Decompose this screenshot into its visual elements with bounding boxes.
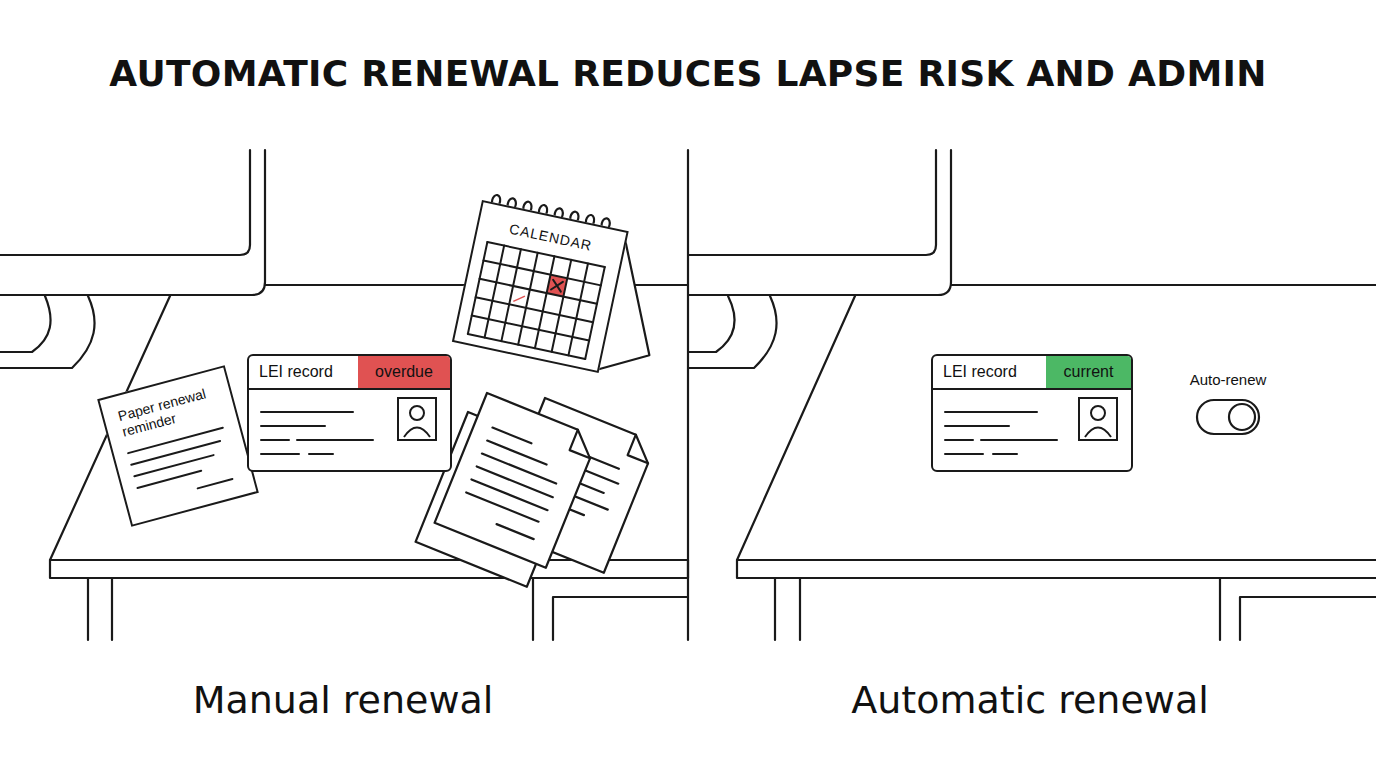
monitor-outline	[688, 150, 936, 255]
text-line	[131, 441, 220, 465]
monitor-stand	[0, 296, 51, 352]
desk-edge	[737, 296, 855, 560]
desk-front	[737, 560, 1376, 578]
reminder-title: Paper renewal reminder	[100, 368, 235, 444]
text-line	[137, 471, 201, 488]
grid-line	[483, 260, 600, 285]
record-card: LEI recordoverdue	[247, 354, 452, 472]
grid-line	[518, 253, 538, 345]
toggle-track	[1197, 400, 1259, 434]
desk-calendar: CALENDAR	[452, 200, 629, 373]
record-header: LEI recordoverdue	[249, 356, 450, 390]
text-line	[128, 428, 223, 453]
toggle-label: Auto-renew	[1175, 368, 1281, 389]
document-fold	[628, 435, 657, 464]
grid-line	[487, 242, 604, 267]
grid-line	[552, 260, 572, 352]
text-line	[945, 411, 1037, 413]
photo-head	[410, 406, 424, 420]
panel-caption: Manual renewal	[43, 676, 643, 724]
cross-mark	[551, 280, 563, 292]
grid-line	[472, 316, 589, 341]
photo-head	[1091, 406, 1105, 420]
text-line	[297, 439, 373, 441]
grid-line	[585, 267, 605, 359]
document-lines	[459, 428, 568, 540]
text-line	[261, 453, 299, 455]
diagram-title: AUTOMATIC RENEWAL REDUCES LAPSE RISK AND…	[0, 50, 1376, 98]
monitor-stand	[688, 296, 735, 352]
desk-leg	[88, 578, 112, 640]
text-line	[134, 455, 213, 476]
grid-line	[568, 263, 588, 355]
cross-mark	[551, 280, 563, 292]
text-line	[198, 479, 233, 488]
text-line	[945, 453, 983, 455]
grid-line	[468, 242, 488, 334]
text-line	[993, 453, 1017, 455]
photo-frame	[1079, 398, 1117, 440]
text-line	[309, 453, 333, 455]
red-tick	[513, 294, 525, 303]
grid-line	[501, 249, 521, 341]
document-fold	[570, 430, 599, 459]
text-line	[945, 439, 973, 441]
record-text: overdue	[358, 356, 450, 388]
record-card: LEI recordcurrent	[931, 354, 1133, 472]
monitor-outline	[0, 150, 265, 295]
grid-line	[480, 279, 597, 304]
monitor-stand	[688, 296, 777, 368]
marked-day	[547, 275, 568, 297]
grid-line	[476, 297, 593, 322]
photo-shoulders	[404, 428, 430, 438]
panel-caption: Automatic renewal	[730, 676, 1330, 724]
record-text: LEI record	[249, 356, 358, 388]
record-text: LEI record	[933, 356, 1046, 388]
desk-edge	[951, 284, 1376, 286]
document-sheet	[435, 393, 599, 568]
toggle-knob	[1229, 404, 1255, 430]
document-page	[435, 393, 599, 568]
desk-drawer	[1220, 578, 1376, 640]
monitor-outline	[688, 150, 951, 295]
photo-shoulders	[1085, 428, 1111, 438]
toggle-control: Auto-renew	[1175, 368, 1281, 440]
grid-line	[468, 334, 585, 359]
desk-drawer	[533, 578, 688, 640]
calendar-title: CALENDAR	[478, 202, 627, 260]
desk-leg	[775, 578, 800, 640]
monitor-stand	[0, 296, 95, 368]
record-text: current	[1046, 356, 1131, 388]
monitor-outline	[0, 150, 250, 255]
text-line	[261, 439, 289, 441]
photo-frame	[398, 398, 436, 440]
paper-reminder: Paper renewal reminder	[97, 365, 259, 527]
text-line	[945, 425, 1009, 427]
grid-line	[485, 246, 505, 338]
grid-line	[535, 256, 555, 348]
record-header: LEI recordcurrent	[933, 356, 1131, 390]
text-line	[261, 411, 353, 413]
text-line	[981, 439, 1057, 441]
text-line	[261, 425, 325, 427]
